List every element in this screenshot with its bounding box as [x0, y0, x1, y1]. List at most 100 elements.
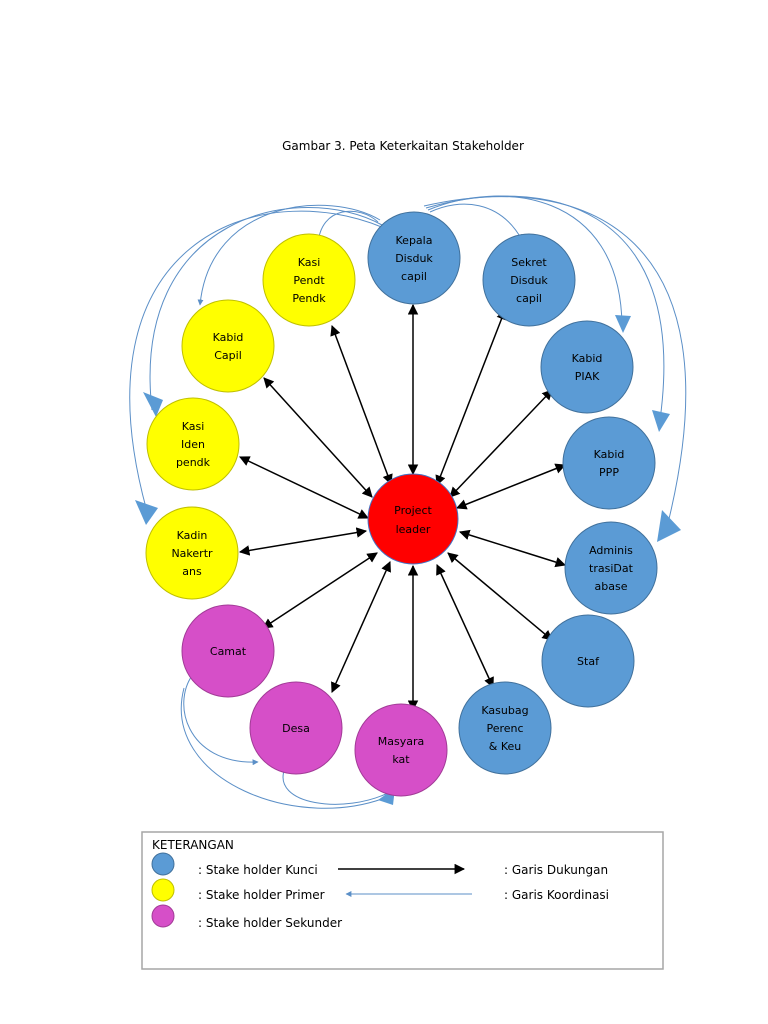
node-label-line: Masyara: [378, 735, 424, 748]
node-label-line: Disduk: [510, 274, 548, 287]
legend: KETERANGAN : Stake holder Kunci : Stake …: [141, 831, 664, 970]
legend-label-kunci: : Stake holder Kunci: [198, 863, 318, 877]
node-circle-kasi-iden: [146, 397, 240, 491]
node-label-line: Kasi: [182, 420, 205, 433]
node-circle-kasi-pendt: [262, 233, 356, 327]
node-circle-masyarakat: [354, 703, 448, 797]
support-line-kasi-pendt: [330, 325, 393, 485]
node-label-line: Desa: [282, 722, 310, 735]
node-label-line: Pendk: [292, 292, 326, 305]
coord-line-camat-desa: [183, 671, 259, 766]
coord-arrowhead-kadin: [135, 500, 158, 525]
node-label-line: Pendt: [293, 274, 325, 287]
coord-line-kepala-kadin: [129, 210, 385, 516]
coordination-lines: [129, 195, 687, 809]
legend-swatch-kunci: [151, 852, 175, 876]
coord-line-kepala-kabid-capil: [197, 204, 381, 306]
node-label-line: Kasubag: [481, 704, 528, 717]
node-label-line: abase: [595, 580, 628, 593]
node-circle-kabid-piak: [540, 320, 634, 414]
legend-label-primer: : Stake holder Primer: [198, 888, 325, 902]
support-line-kasi-iden: [239, 456, 369, 519]
node-label-line: Kabid: [594, 448, 625, 461]
node-circle-desa: [249, 681, 343, 775]
node-label-line: Disduk: [395, 252, 433, 265]
support-line-kasubag: [436, 564, 494, 688]
support-line-kadin: [238, 527, 368, 556]
node-label-line: capil: [516, 292, 542, 305]
node-label-line: Nakertr: [171, 547, 213, 560]
node-circle-kabid-ppp: [562, 416, 656, 510]
legend-label-koordinasi: : Garis Koordinasi: [504, 888, 609, 902]
coord-arrowhead-kasi-iden: [143, 392, 163, 417]
node-label-line: pendk: [176, 456, 211, 469]
coord-line-camat-masyarakat: [181, 687, 393, 809]
node-circle-sekret: [482, 233, 576, 327]
center-circle: [367, 473, 459, 565]
node-label-line: Iden: [181, 438, 205, 451]
node-label-line: kat: [392, 753, 410, 766]
stakeholder-node-masyarakat: Masyara kat: [354, 703, 448, 797]
stakeholder-node-desa: Desa: [249, 681, 343, 775]
node-circle-kabid-capil: [181, 299, 275, 393]
node-label-line: Kabid: [213, 331, 244, 344]
node-label-line: Kasi: [298, 256, 321, 269]
coord-line-desa-masyarakat: [282, 767, 391, 805]
node-label-line: Camat: [210, 645, 247, 658]
node-label-line: PIAK: [575, 370, 600, 383]
node-circle-camat: [181, 604, 275, 698]
node-label-line: & Keu: [489, 740, 521, 753]
legend-label-sekunder: : Stake holder Sekunder: [198, 916, 342, 930]
stakeholder-node-adminis: Adminis trasiDat abase: [564, 521, 658, 615]
center-label-line: Project: [394, 504, 432, 517]
node-label-line: Kadin: [177, 529, 208, 542]
node-label-line: PPP: [599, 466, 619, 479]
legend-swatch-sekunder: [151, 904, 175, 928]
support-line-kabid-capil: [263, 377, 373, 498]
node-circle-adminis: [564, 521, 658, 615]
node-label-line: Adminis: [589, 544, 633, 557]
legend-swatch-primer: [151, 878, 175, 902]
legend-box: [141, 831, 664, 970]
stakeholder-node-staf: Staf: [541, 614, 635, 708]
center-node-project-leader: Project leader: [367, 473, 459, 565]
node-label-line: Staf: [577, 655, 600, 668]
coord-line-kepala-adminis: [423, 196, 687, 524]
node-label-line: Kepala: [396, 234, 433, 247]
coord-line-kepala-kasi-iden: [149, 207, 383, 411]
legend-label-dukungan: : Garis Dukungan: [504, 863, 608, 877]
node-label-line: ans: [182, 565, 202, 578]
node-label-line: capil: [401, 270, 427, 283]
node-circle-kepala: [367, 211, 461, 305]
support-line-desa: [331, 561, 391, 693]
support-line-staf: [447, 552, 553, 641]
support-line-kabid-ppp: [456, 463, 566, 510]
coord-arrowhead-adminis: [657, 510, 681, 542]
support-line-camat: [262, 552, 378, 629]
node-circle-kadin: [145, 506, 239, 600]
coord-arrowhead-kabid-ppp: [652, 410, 670, 432]
coord-line-kepala-sekret: [429, 203, 523, 241]
node-label-line: trasiDat: [589, 562, 634, 575]
diagram-title: Gambar 3. Peta Keterkaitan Stakeholder: [282, 139, 524, 153]
stakeholder-nodes: KepalaDisdukcapilSekretDisdukcapilKabidP…: [145, 211, 658, 797]
node-label-line: Capil: [214, 349, 242, 362]
support-lines: [238, 303, 567, 712]
coord-arrowhead-kabid-piak: [615, 315, 631, 333]
center-label-line: leader: [396, 523, 431, 536]
node-label-line: Perenc: [486, 722, 523, 735]
coord-line-kepala-kasi-pendt: [315, 210, 379, 246]
stakeholder-node-camat: Camat: [181, 604, 275, 698]
node-circle-kasubag: [458, 681, 552, 775]
support-line-adminis: [458, 529, 567, 568]
node-label-line: Kabid: [572, 352, 603, 365]
node-label-line: Sekret: [511, 256, 547, 269]
